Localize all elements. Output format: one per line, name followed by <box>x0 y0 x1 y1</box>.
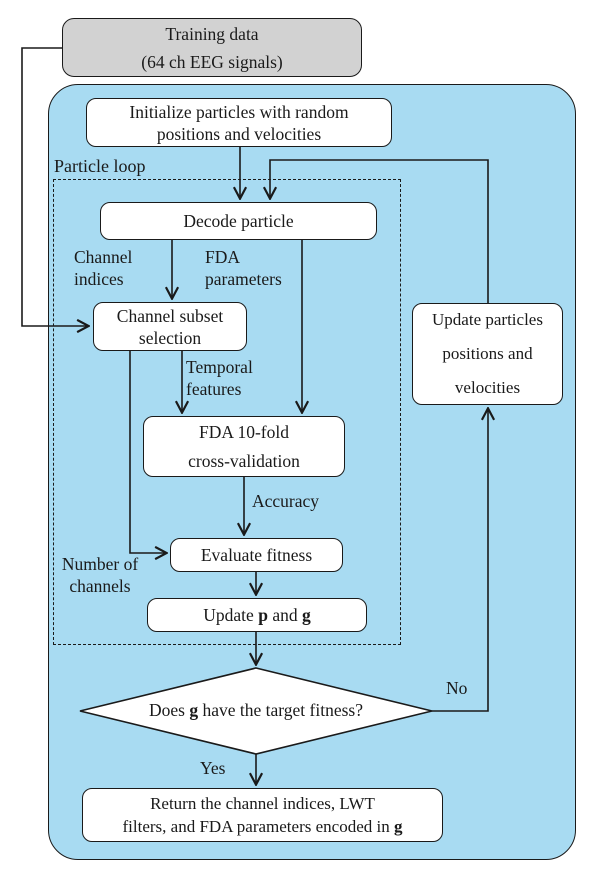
update-p-g-box: Update p and g <box>147 598 367 632</box>
edge-trainingdata-to-channelsubset <box>21 47 88 326</box>
update-pg-mid: and <box>267 605 302 625</box>
training-data-line2: (64 ch EEG signals) <box>141 51 283 72</box>
decision-g: g <box>189 700 199 720</box>
accuracy-label: Accuracy <box>252 491 320 511</box>
update-particles-box: Update particles positions and velocitie… <box>412 303 563 405</box>
update-pg-g: g <box>301 605 311 625</box>
fda-parameters-label: FDA parameters <box>205 247 282 289</box>
training-data-line1: Training data <box>165 23 259 44</box>
decision-diamond <box>79 667 433 755</box>
no-label: No <box>446 678 468 698</box>
particle-loop-label: Particle loop <box>54 156 146 176</box>
edge-updateparticles-to-decode <box>270 159 489 303</box>
training-data-box: Training data (64 ch EEG signals) <box>62 18 362 77</box>
initialize-particles-box: Initialize particles with random positio… <box>86 98 392 147</box>
decision-pre: Does <box>149 700 190 720</box>
decode-particle-box: Decode particle <box>100 202 377 240</box>
fda-crossvalidation-box: FDA 10-fold cross-validation <box>143 416 345 477</box>
yes-label: Yes <box>200 758 226 778</box>
evaluate-fitness-box: Evaluate fitness <box>170 538 343 572</box>
number-of-channels-label: Number of channels <box>61 554 139 596</box>
particle-loop-boundary <box>53 179 401 645</box>
return-result-box: Return the channel indices, LWT filters,… <box>82 788 443 842</box>
update-pg-p: p <box>258 605 268 625</box>
update-pg-pre: Update <box>203 605 259 625</box>
return-g: g <box>393 817 403 836</box>
channel-indices-label: Channel indices <box>74 247 133 289</box>
decision-post: have the target fitness? <box>198 700 363 720</box>
temporal-features-label: Temporal features <box>186 357 253 399</box>
decision-text: Does g have the target fitness? <box>90 699 422 721</box>
edge-decision-no-to-updateparticles <box>432 409 488 712</box>
edge-channelsubset-to-evaluate <box>129 351 166 553</box>
channel-subset-box: Channel subset selection <box>93 302 247 351</box>
return-line2: filters, and FDA parameters encoded in g <box>122 817 403 836</box>
return-line1: Return the channel indices, LWT <box>150 794 375 813</box>
